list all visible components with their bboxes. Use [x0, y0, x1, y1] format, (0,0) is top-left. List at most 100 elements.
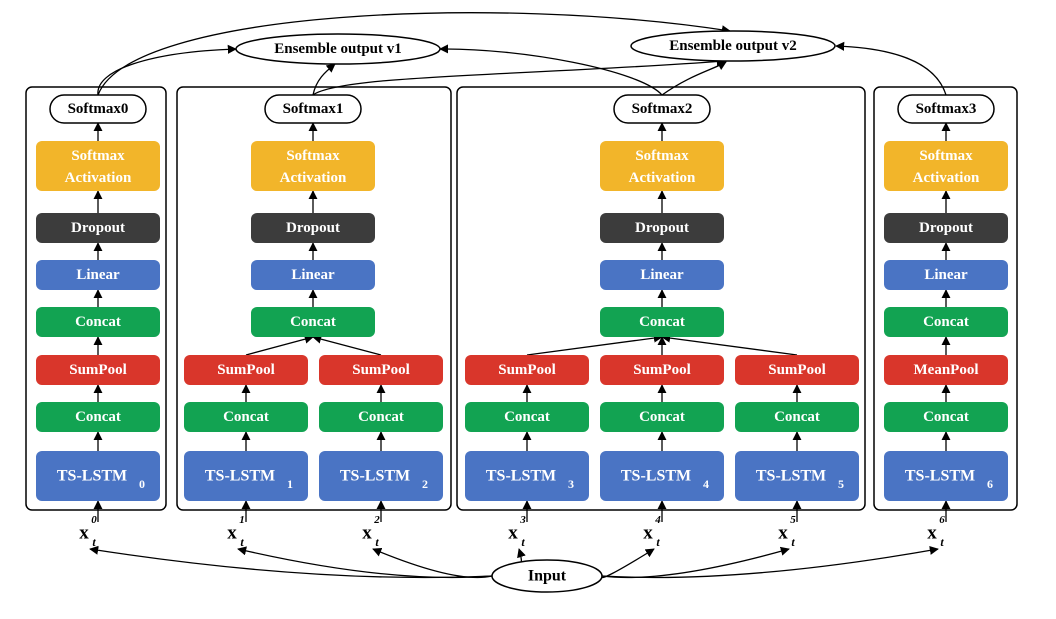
x-input-2-0: x [508, 523, 518, 544]
dropout-label-2: Dropout [635, 220, 689, 236]
edge-softmax0-v2 [97, 12, 731, 96]
x-subscript-2-2: t [791, 535, 795, 549]
dropout-node-2 [600, 213, 724, 243]
lstm-label-2-1: TS-LSTM [621, 468, 691, 485]
pool-label-1-0: SumPool [217, 362, 275, 378]
pool-node-1-0 [184, 355, 308, 385]
pool-node-0-0 [36, 355, 160, 385]
edge-input-x-1-0 [237, 546, 493, 579]
softmax-label-0: Softmax0 [68, 101, 129, 117]
activation-node-0 [36, 141, 160, 191]
edge-input-x-1-1 [372, 547, 493, 579]
ensemble-output-label-0: Ensemble output v1 [274, 41, 402, 57]
linear-node-0 [36, 260, 160, 290]
lstm-label-0-0: TS-LSTM [57, 468, 127, 485]
x-superscript-1-0: 1 [239, 514, 245, 526]
x-input-2-1: x [643, 523, 653, 544]
lstm-subscript-2-1: 4 [703, 477, 709, 491]
model-panel-0 [25, 86, 167, 511]
x-subscript-2-1: t [656, 535, 660, 549]
concat-node-0 [36, 307, 160, 337]
softmax-label-2: Softmax2 [632, 101, 693, 117]
x-input-3-0: x [927, 523, 937, 544]
activation-label-line1-1: Softmax [286, 148, 340, 164]
dropout-node-0 [36, 213, 160, 243]
x-input-2-2: x [778, 523, 788, 544]
x-superscript-2-2: 5 [790, 514, 796, 526]
dropout-label-1: Dropout [286, 220, 340, 236]
x-superscript-2-1: 4 [654, 514, 661, 526]
lstm-label-2-2: TS-LSTM [756, 468, 826, 485]
concat-node-1 [251, 307, 375, 337]
model-panel-1 [176, 86, 452, 511]
x-subscript-1-0: t [240, 535, 244, 549]
pool-node-2-0 [465, 355, 589, 385]
softmax-node-3 [897, 94, 995, 124]
concat-node-3 [884, 307, 1008, 337]
edge-softmax2-v2 [661, 61, 727, 96]
x-input-1-0: x [227, 523, 237, 544]
lstm-subscript-2-2: 5 [838, 477, 844, 491]
edge-pool-concat-2-0 [526, 333, 663, 356]
model-panel-3 [873, 86, 1018, 511]
pool-label-2-1: SumPool [633, 362, 691, 378]
linear-label-2: Linear [640, 267, 684, 283]
x-superscript-1-1: 2 [373, 514, 380, 526]
pool-label-3-0: MeanPool [914, 362, 979, 378]
softmax-label-1: Softmax1 [283, 101, 344, 117]
activation-node-2 [600, 141, 724, 191]
branch-concat-node-2-2 [735, 402, 859, 432]
edge-softmax2-v1 [439, 44, 663, 96]
lstm-node-0-0 [36, 451, 160, 501]
branch-concat-node-1-0 [184, 402, 308, 432]
x-subscript-3-0: t [940, 535, 944, 549]
pool-node-2-1 [600, 355, 724, 385]
edge-input-x-0-0 [89, 545, 493, 579]
branch-concat-label-0-0: Concat [75, 409, 121, 425]
edge-pool-concat-2-2 [661, 333, 798, 356]
x-subscript-0-0: t [92, 535, 96, 549]
pool-label-2-0: SumPool [498, 362, 556, 378]
x-subscript-1-1: t [375, 535, 379, 549]
x-subscript-2-0: t [521, 535, 525, 549]
edge-softmax0-v1 [97, 44, 237, 96]
concat-label-0: Concat [75, 314, 121, 330]
edges-layer [89, 12, 951, 579]
lstm-subscript-3-0: 6 [987, 477, 993, 491]
input-label: Input [528, 568, 567, 585]
activation-label-line1-3: Softmax [919, 148, 973, 164]
linear-node-2 [600, 260, 724, 290]
activation-node-3 [884, 141, 1008, 191]
concat-node-2 [600, 307, 724, 337]
lstm-subscript-2-0: 3 [568, 477, 574, 491]
activation-label-line1-0: Softmax [71, 148, 125, 164]
activation-label-line2-2: Activation [629, 170, 696, 186]
pool-label-1-1: SumPool [352, 362, 410, 378]
x-superscript-0-0: 0 [91, 514, 97, 526]
concat-label-2: Concat [639, 314, 685, 330]
edge-softmax1-v2 [312, 57, 726, 96]
edge-pool-concat-1-1 [312, 334, 382, 356]
branch-concat-label-2-1: Concat [639, 409, 685, 425]
dropout-label-0: Dropout [71, 220, 125, 236]
activation-label-line1-2: Softmax [635, 148, 689, 164]
edge-softmax3-v2 [835, 41, 947, 96]
branch-concat-label-2-0: Concat [504, 409, 550, 425]
lstm-node-3-0 [884, 451, 1008, 501]
x-input-1-1: x [362, 523, 372, 544]
lstm-label-3-0: TS-LSTM [905, 468, 975, 485]
branch-concat-node-0-0 [36, 402, 160, 432]
lstm-subscript-1-0: 1 [287, 477, 293, 491]
branch-concat-node-3-0 [884, 402, 1008, 432]
concat-label-1: Concat [290, 314, 336, 330]
softmax-node-2 [613, 94, 711, 124]
pool-label-2-2: SumPool [768, 362, 826, 378]
lstm-label-1-1: TS-LSTM [340, 468, 410, 485]
lstm-label-2-0: TS-LSTM [486, 468, 556, 485]
lstm-node-2-2 [735, 451, 859, 501]
activation-label-line2-1: Activation [280, 170, 347, 186]
softmax-node-1 [264, 94, 362, 124]
linear-node-3 [884, 260, 1008, 290]
